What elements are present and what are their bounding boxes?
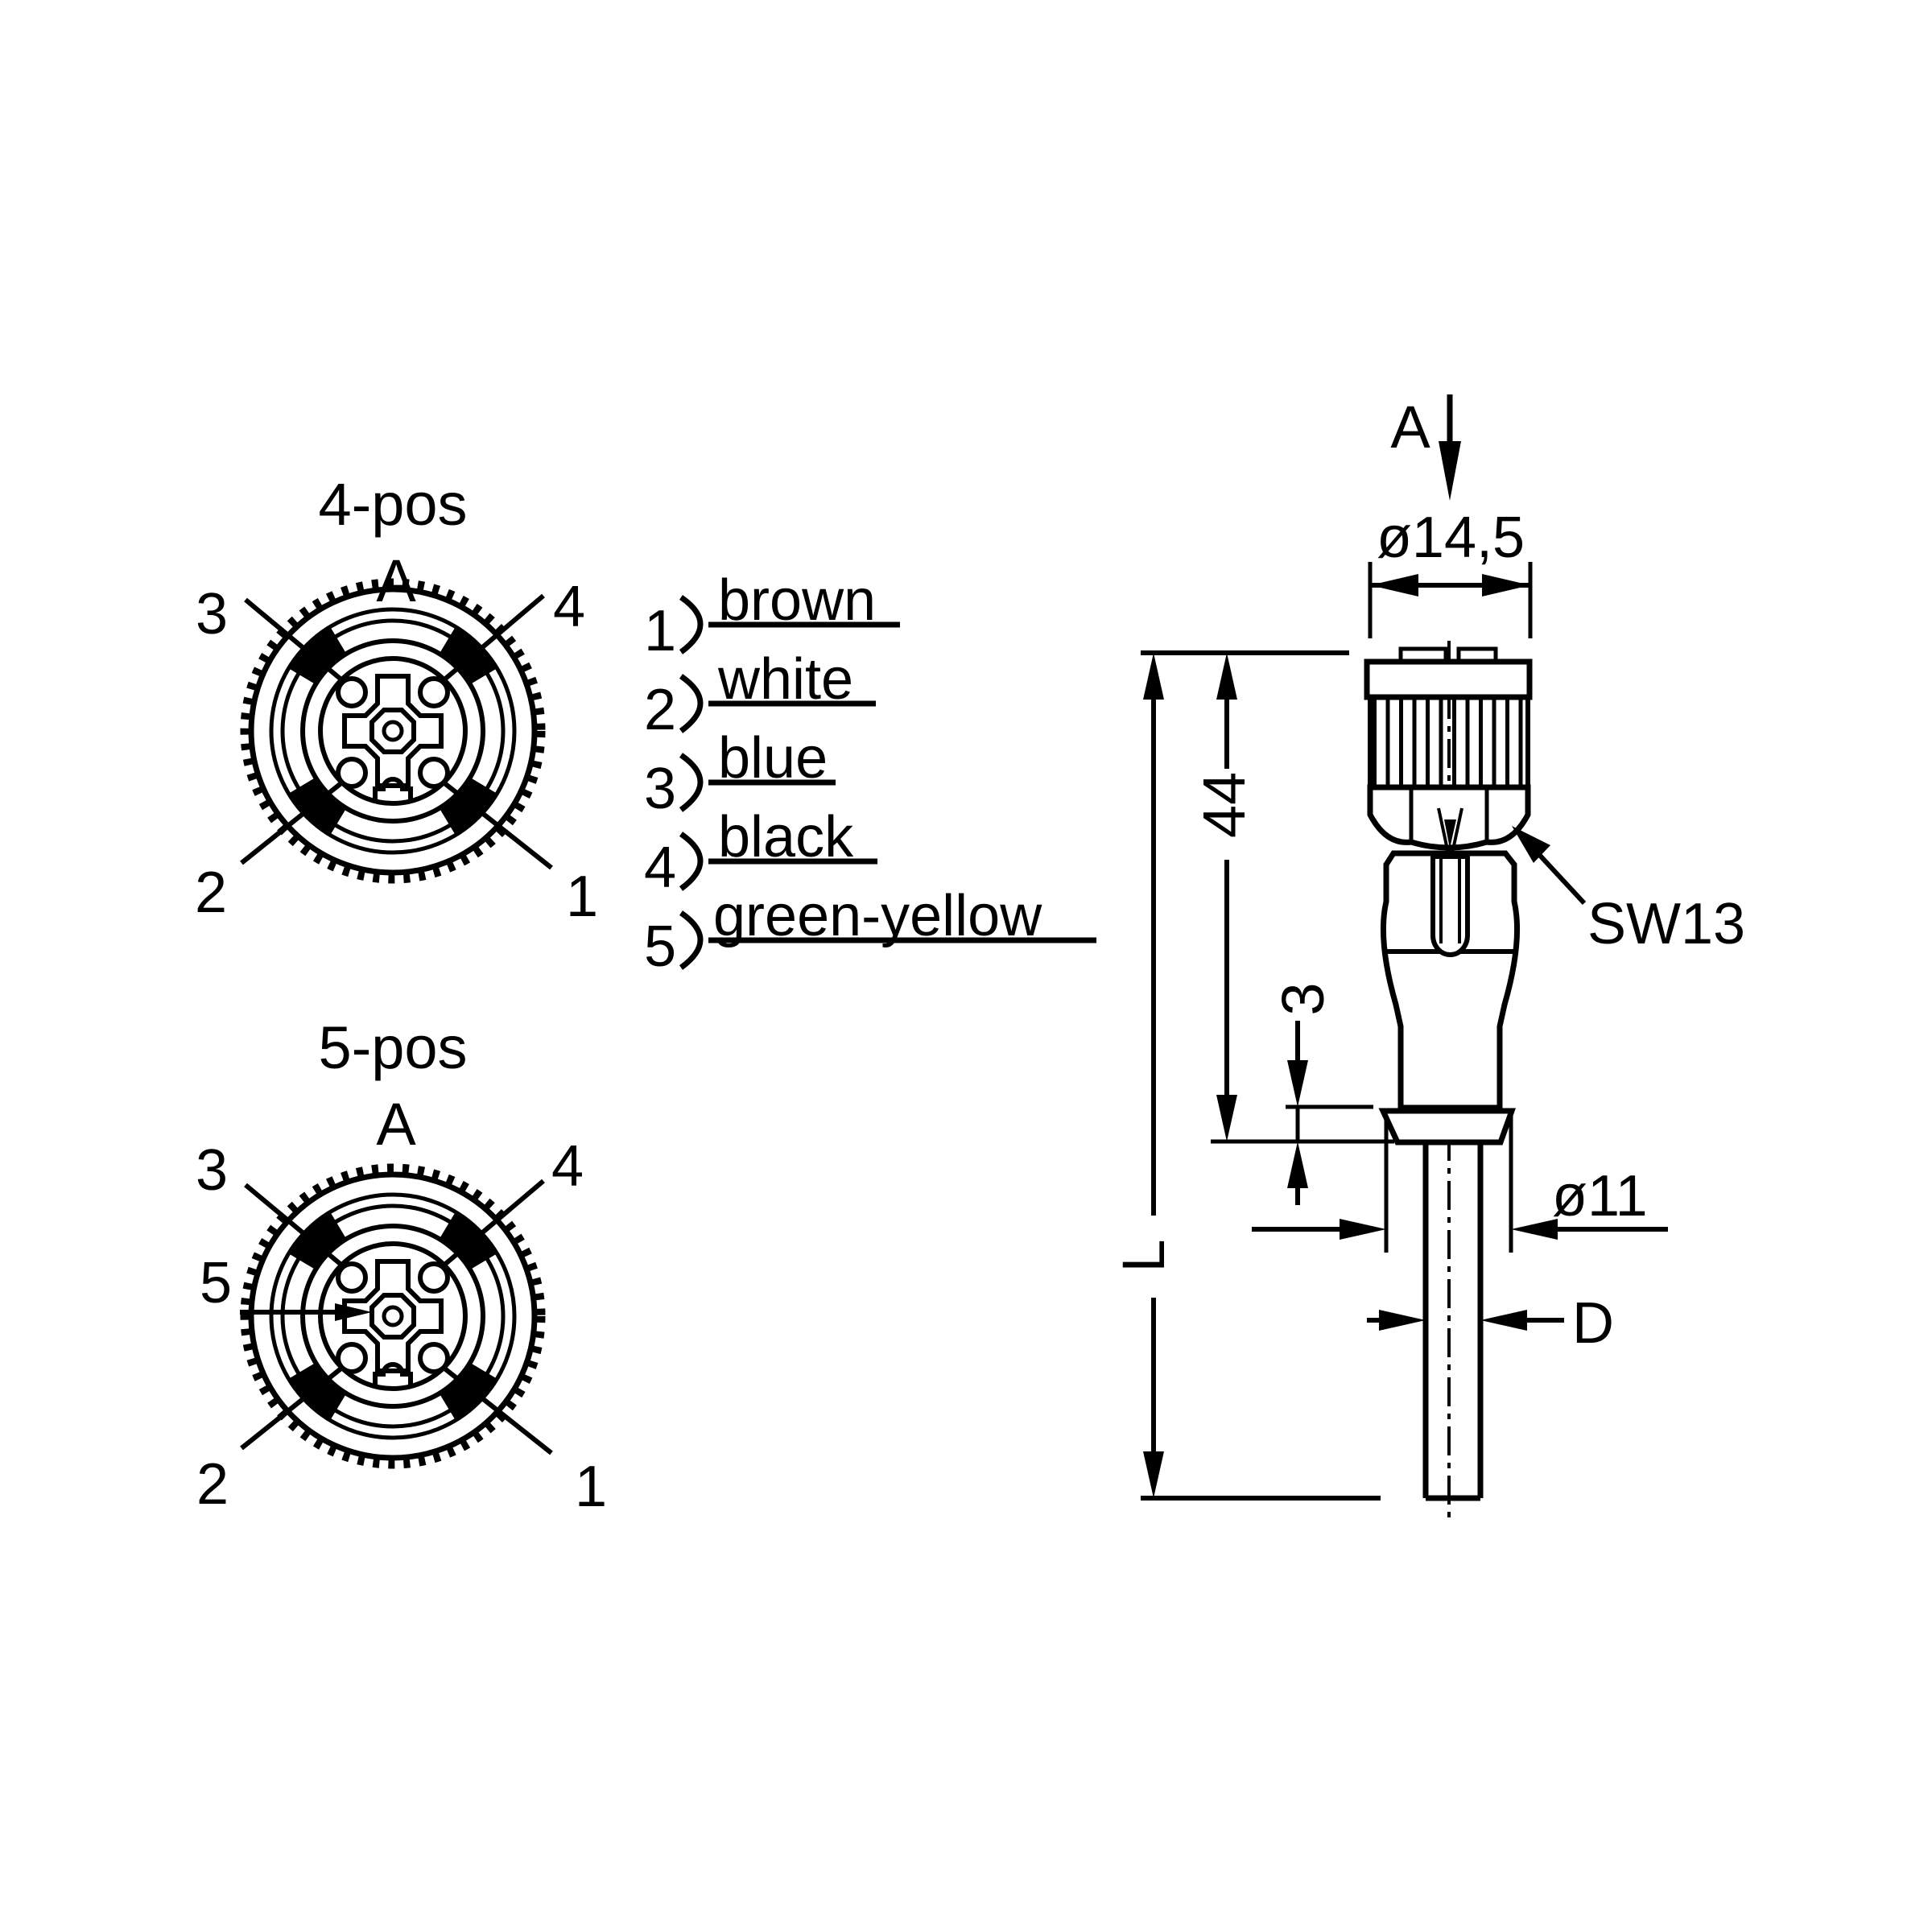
pin-label-4: 4 [553, 575, 585, 639]
pin-label-1: 1 [575, 1455, 607, 1519]
pin-label-5: 5 [200, 1251, 232, 1315]
dim-arrowhead [1216, 1095, 1237, 1141]
pin-label-2: 2 [196, 1452, 229, 1517]
dim-arrowhead [1287, 1141, 1308, 1188]
dim-arrowhead [1482, 574, 1530, 597]
cable-flange [1378, 1108, 1516, 1146]
dim-flange-thickness: 3 [1211, 982, 1394, 1205]
dim-arrowhead [1480, 1310, 1527, 1331]
dim-connector-diameter: ø14,5 [1368, 506, 1533, 638]
dim-length-to-flange: 44 [1191, 653, 1257, 1141]
inner-contact-tip [1444, 819, 1456, 848]
wire-bracket [679, 832, 704, 891]
connector-side-body [1364, 646, 1533, 1501]
knurled-coupling-nut [1368, 695, 1530, 790]
wire-row-4: 4 black [644, 805, 877, 900]
pin-label-3: 3 [196, 1138, 228, 1203]
wire-pin-number: 3 [644, 757, 676, 821]
dim-arrowhead [1340, 1219, 1386, 1240]
wire-bracket [679, 595, 704, 654]
dim-cable-diameter: D [1367, 1291, 1614, 1356]
wire-pin-number: 4 [644, 836, 676, 900]
five-pos-view: 5-pos A 3 4 2 1 5 [196, 1014, 607, 1519]
dim-arrowhead [1511, 1219, 1558, 1240]
dim-arrowhead [1143, 653, 1164, 700]
dim-arrowhead [1216, 653, 1237, 700]
wire-color-list: 1 brown 2 white 3 blue 4 black 5 green-y… [644, 568, 1096, 979]
dim-label: 3 [1269, 982, 1336, 1015]
section-arrowhead [1439, 441, 1461, 501]
wire-row-2: 2 white [644, 647, 876, 742]
dim-arrowhead [1287, 1060, 1308, 1107]
wire-row-3: 3 blue [644, 726, 836, 821]
four-pos-section-label: A [376, 547, 416, 614]
pin5-arrowhead [335, 1303, 372, 1321]
leader-line-pin3 [244, 597, 344, 683]
wire-row-1: 1 brown [644, 568, 900, 663]
dim-arrowhead [1370, 574, 1418, 597]
wire-bracket [679, 910, 704, 970]
dim-label: D [1572, 1291, 1614, 1356]
coupling-nut-cap [1364, 658, 1533, 700]
pin-label-1: 1 [566, 865, 598, 929]
inner-contact-line [1451, 807, 1463, 854]
dim-label: L [1110, 1239, 1177, 1272]
dim-arrowhead [1379, 1310, 1426, 1331]
pin-label-3: 3 [196, 582, 228, 646]
wire-pin-number: 2 [644, 678, 676, 742]
leader-line-pin1 [442, 780, 553, 870]
dim-flange-diameter: ø11 [1252, 1116, 1668, 1253]
inner-contact-line [1437, 807, 1450, 854]
sw13-callout: SW13 [1512, 826, 1745, 956]
sw13-arrowhead [1512, 826, 1550, 863]
connector-grip-body [1380, 850, 1521, 1111]
five-pos-title: 5-pos [318, 1014, 467, 1081]
wire-row-5: 5 green-yellow [644, 884, 1096, 979]
wrench-size-label: SW13 [1587, 892, 1745, 956]
wire-pin-number: 5 [644, 914, 676, 979]
wire-bracket [679, 674, 704, 733]
pin-label-2: 2 [195, 861, 227, 925]
leader-line-pin2 [240, 1365, 344, 1451]
pin-label-4: 4 [551, 1134, 584, 1199]
section-arrow-label: A [1390, 394, 1430, 460]
leader-line-pin3 [244, 1183, 344, 1268]
leader-line-pin4 [442, 1179, 545, 1268]
leader-line-pin1 [442, 1365, 553, 1455]
leader-line-pin2 [240, 780, 344, 865]
wire-bracket [679, 753, 704, 812]
inner-contact-sleeve [1430, 854, 1470, 957]
four-pos-connector-face [246, 584, 540, 878]
four-pos-view: 4-pos A 3 4 2 1 [195, 471, 598, 929]
dim-arrowhead [1143, 1451, 1164, 1498]
dim-label: 44 [1191, 772, 1257, 838]
dim-label: ø14,5 [1377, 506, 1525, 570]
five-pos-connector-face [246, 1169, 540, 1463]
five-pos-section-label: A [376, 1091, 416, 1158]
wire-pin-number: 1 [644, 599, 676, 663]
leader-line-pin4 [442, 593, 545, 683]
side-view: A [1110, 394, 1745, 1520]
dim-total-length: L [1110, 653, 1177, 1498]
dim-label: ø11 [1552, 1164, 1648, 1228]
four-pos-title: 4-pos [318, 471, 467, 538]
